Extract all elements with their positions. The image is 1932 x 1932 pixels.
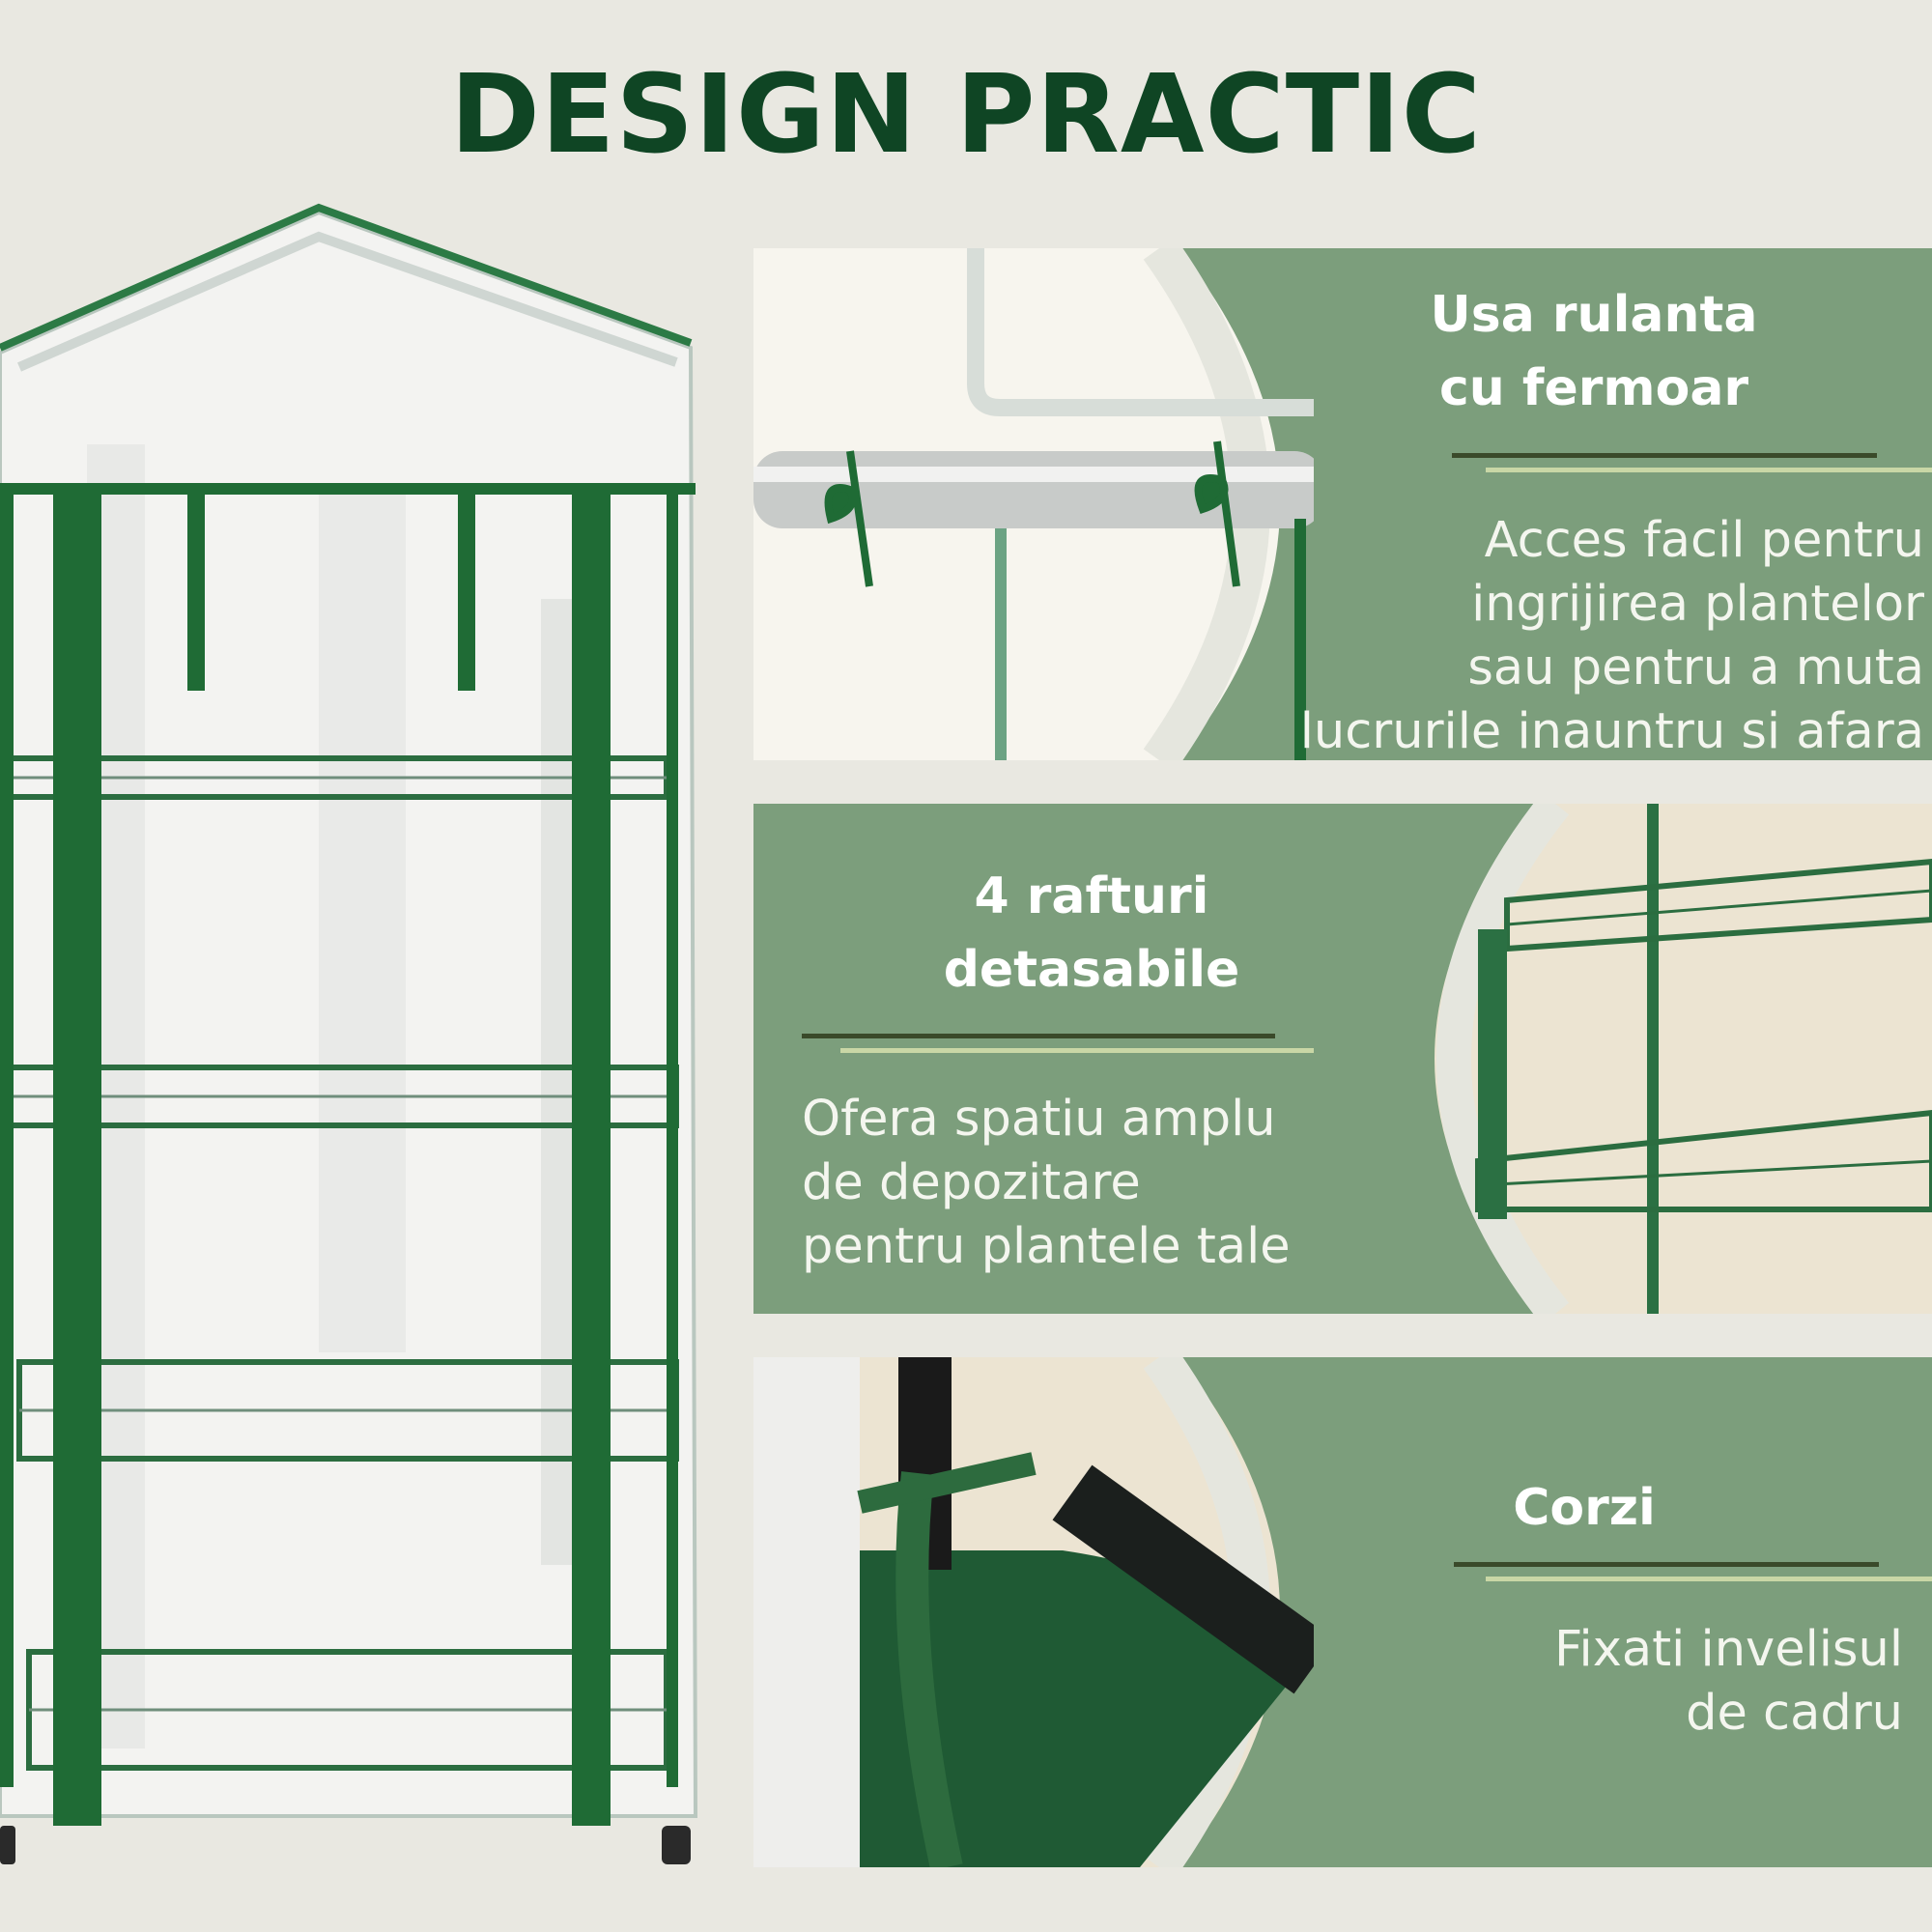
heading-line: detasabile: [943, 941, 1240, 999]
feature-description: Fixati invelisul de cadru: [1554, 1618, 1903, 1746]
description-line: de cadru: [1686, 1685, 1903, 1742]
feature-description: Ofera spatiu amplu de depozitare pentru …: [802, 1088, 1291, 1279]
description-line: Fixati invelisul: [1553, 1621, 1903, 1678]
divider-dark: [802, 1034, 1275, 1038]
feature-panel-shelves: 4 rafturi detasabile Ofera spatiu amplu …: [753, 804, 1932, 1314]
description-line: Acces facil pentru: [1484, 512, 1924, 569]
page-title: DESIGN PRACTIC: [450, 52, 1482, 178]
heading-line: Usa rulanta: [1430, 286, 1758, 344]
feature-description: Acces facil pentru ingrijirea plantelor …: [1300, 509, 1924, 760]
heading-line: 4 rafturi: [974, 867, 1209, 925]
feature-panel-zipper-door: Usa rulanta cu fermoar Acces facil pentr…: [753, 248, 1932, 760]
feature-heading: Corzi: [1430, 1471, 1739, 1545]
description-line: de depozitare: [802, 1154, 1141, 1211]
ropes-photo: [753, 1357, 1314, 1867]
feature-heading: 4 rafturi detasabile: [850, 860, 1333, 1007]
shelves-photo: [1435, 804, 1932, 1314]
description-line: sau pentru a muta: [1467, 639, 1924, 696]
heading-line: cu fermoar: [1438, 359, 1749, 417]
feature-panel-ropes: Corzi Fixati invelisul de cadru: [753, 1357, 1932, 1867]
divider-light: [1486, 468, 1932, 472]
roll-up-door-photo: [753, 248, 1314, 760]
divider-dark: [1452, 453, 1877, 458]
divider-light: [1486, 1577, 1932, 1581]
feature-heading: Usa rulanta cu fermoar: [1391, 278, 1797, 425]
greenhouse-image: [0, 203, 698, 1864]
description-line: lucrurile inauntru si afara: [1299, 703, 1924, 760]
heading-line: Corzi: [1513, 1479, 1656, 1537]
description-line: Ofera spatiu amplu: [802, 1091, 1276, 1148]
description-line: pentru plantele tale: [802, 1218, 1291, 1275]
description-line: ingrijirea plantelor: [1471, 576, 1924, 633]
divider-light: [840, 1048, 1314, 1053]
divider-dark: [1454, 1562, 1879, 1567]
